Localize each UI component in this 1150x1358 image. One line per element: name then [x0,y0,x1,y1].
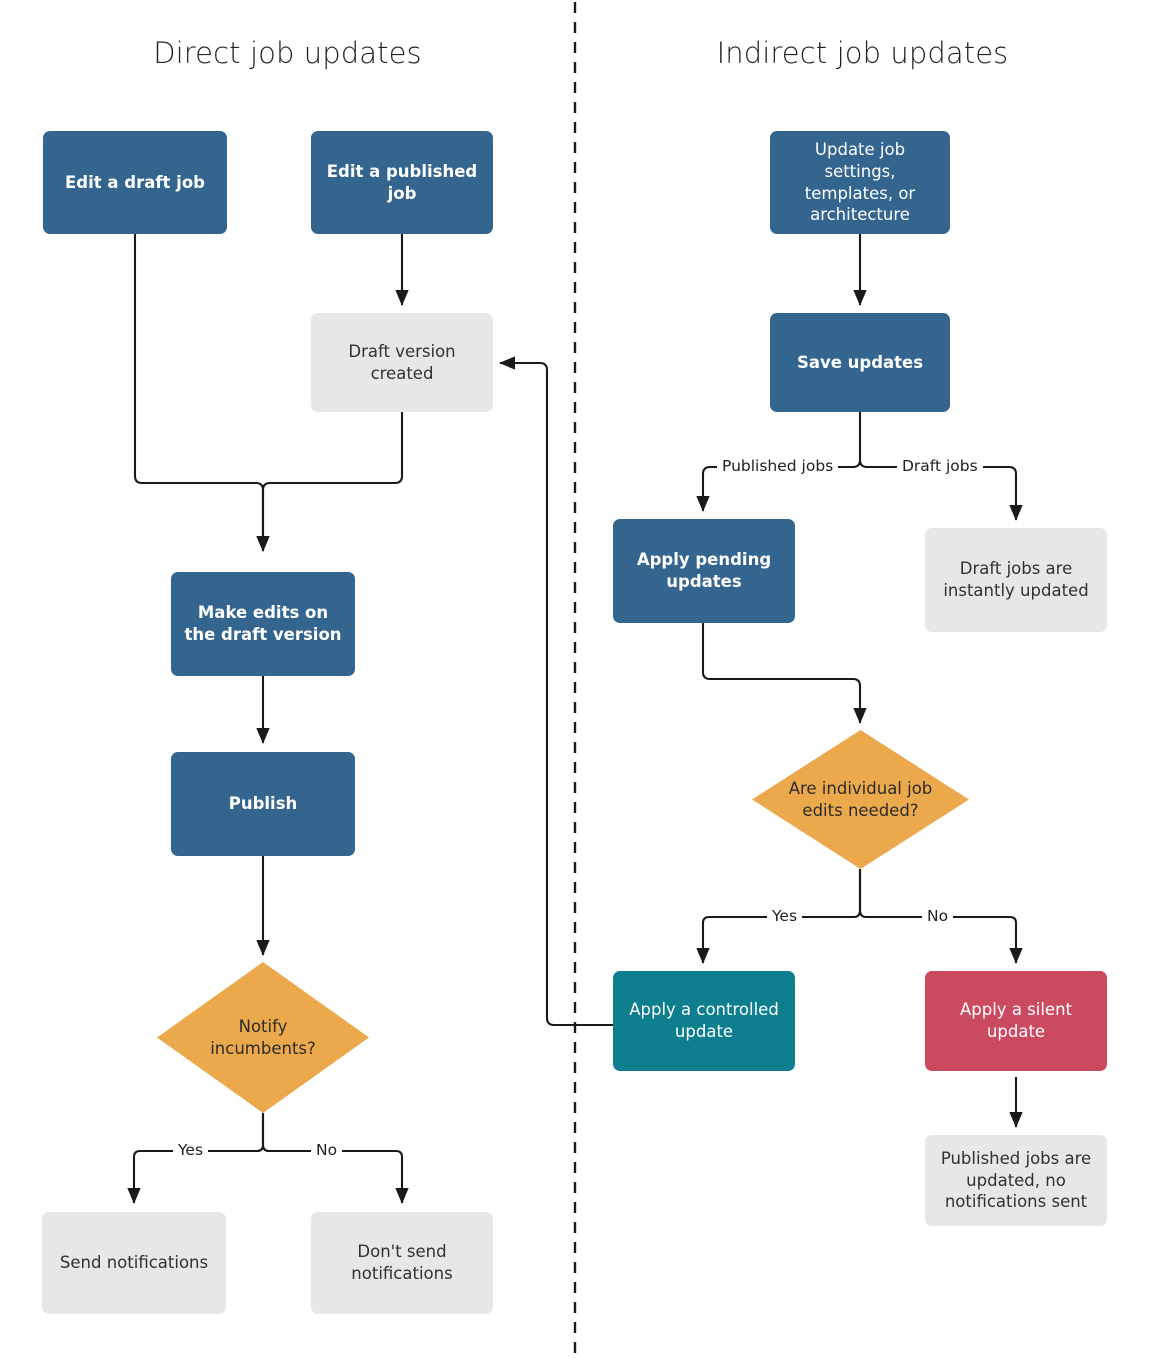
node-label: Don't send notifications [351,1242,453,1283]
edge-label-draft-jobs: Draft jobs [897,458,983,475]
node-label: Notify incumbents? [210,1017,316,1058]
edge-controlled-to-draftversion [499,356,613,1027]
node-edit-a-draft-job[interactable]: Edit a draft job [43,131,227,234]
node-draft-jobs-instantly-updated[interactable]: Draft jobs are instantly updated [925,528,1107,632]
node-label: Apply pending updates [636,550,772,591]
node-label: Apply a silent update [959,1000,1073,1041]
node-label: Make edits on the draft version [184,603,342,644]
node-notify-incumbents-decision[interactable]: Notify incumbents? [157,962,369,1113]
node-label: Published jobs are updated, no notificat… [940,1148,1092,1212]
node-label: Publish [228,794,298,814]
node-apply-pending-updates[interactable]: Apply pending updates [613,519,795,623]
node-label: Draft version created [348,341,456,383]
node-label: Are individual job edits needed? [788,779,933,820]
node-publish[interactable]: Publish [171,752,355,856]
node-label: Draft jobs are instantly updated [943,559,1089,600]
node-update-job-settings[interactable]: Update job settings, templates, or archi… [770,131,950,234]
edge-label-published-jobs: Published jobs [717,458,839,475]
node-label: Edit a published job [326,161,478,203]
edge-label-notify-no: No [311,1142,343,1159]
node-label: Apply a controlled update [629,1000,779,1041]
node-save-updates[interactable]: Save updates [770,313,950,412]
node-make-edits-on-the-draft-version[interactable]: Make edits on the draft version [171,572,355,676]
node-label: Update job settings, templates, or archi… [804,139,916,225]
edge-pending-to-decision [701,623,867,724]
node-label: Save updates [796,352,924,372]
node-label: Send notifications [59,1253,209,1273]
node-apply-a-controlled-update[interactable]: Apply a controlled update [613,971,795,1071]
edge-label-edits-yes: Yes [767,908,803,925]
edge-draftjob-to-merge [133,234,270,552]
node-send-notifications[interactable]: Send notifications [42,1212,226,1314]
column-title-direct: Direct job updates [153,36,422,70]
node-dont-send-notifications[interactable]: Don't send notifications [311,1212,493,1314]
node-are-individual-job-edits-needed-decision[interactable]: Are individual job edits needed? [752,730,969,869]
edge-label-notify-yes: Yes [173,1142,209,1159]
edge-label-edits-no: No [922,908,954,925]
node-published-jobs-updated-no-notifications[interactable]: Published jobs are updated, no notificat… [925,1135,1107,1226]
column-title-indirect: Indirect job updates [716,36,1009,70]
node-label: Edit a draft job [65,172,205,192]
node-edit-a-published-job[interactable]: Edit a published job [311,131,493,234]
edge-draftversion-to-merge [256,412,404,552]
node-apply-a-silent-update[interactable]: Apply a silent update [925,971,1107,1071]
node-draft-version-created[interactable]: Draft version created [311,313,493,412]
